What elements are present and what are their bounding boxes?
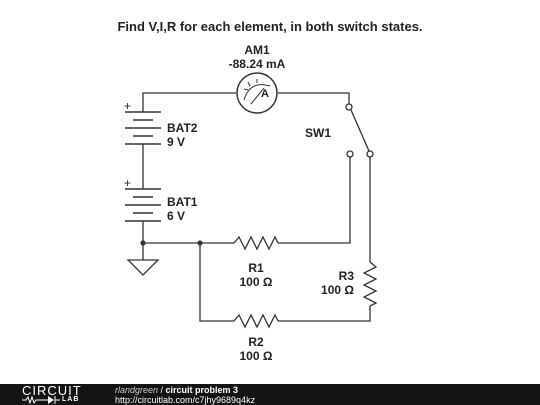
circuit-title-link[interactable]: circuit problem 3 xyxy=(165,385,239,395)
ammeter-symbol: A xyxy=(261,88,269,100)
bat2-name-label: BAT2 xyxy=(167,121,198,135)
r2-value-label: 100 Ω xyxy=(240,349,273,363)
resistor-r1[interactable] xyxy=(233,235,279,251)
bat1-value-label: 6 V xyxy=(167,209,185,223)
switch-sw1[interactable] xyxy=(345,103,374,158)
battery-bat2[interactable]: + xyxy=(124,99,161,149)
r1-name-label: R1 xyxy=(248,261,264,275)
ground-symbol xyxy=(126,259,160,276)
resistor-r2[interactable] xyxy=(233,313,279,329)
resistor-r3[interactable] xyxy=(362,261,378,307)
ammeter-reading-label: -88.24 mA xyxy=(229,57,286,71)
author-link[interactable]: rlandgreen xyxy=(115,385,159,395)
bat1-plus-sign: + xyxy=(124,176,131,190)
junction-node-left xyxy=(140,240,146,246)
wires xyxy=(142,92,371,322)
ammeter-am1[interactable]: A xyxy=(236,72,278,114)
author-line: rlandgreen / circuit problem 3 xyxy=(115,385,238,395)
footer-bar: CIRCUIT LAB rlandgreen / circuit problem… xyxy=(0,384,540,405)
circuitlab-logo-text[interactable]: CIRCUIT xyxy=(22,383,82,398)
battery-bat1[interactable]: + xyxy=(124,176,161,226)
author-separator: / xyxy=(158,385,166,395)
r3-name-label: R3 xyxy=(339,269,355,283)
bat2-value-label: 9 V xyxy=(167,135,185,149)
circuit-url-link[interactable]: http://circuitlab.com/c7jhy9689q4kz xyxy=(115,395,256,405)
r3-value-label: 100 Ω xyxy=(321,283,354,297)
switch-name-label: SW1 xyxy=(305,126,331,140)
ammeter-name-label: AM1 xyxy=(244,43,270,57)
circuitlab-logo-lab: LAB xyxy=(62,396,80,403)
r2-name-label: R2 xyxy=(248,335,264,349)
r1-value-label: 100 Ω xyxy=(240,275,273,289)
circuitlab-logo-wave-icon xyxy=(22,395,60,405)
problem-title: Find V,I,R for each element, in both swi… xyxy=(117,19,422,34)
bat2-plus-sign: + xyxy=(124,99,131,113)
bat1-name-label: BAT1 xyxy=(167,195,198,209)
junction-node-mid xyxy=(197,240,203,246)
